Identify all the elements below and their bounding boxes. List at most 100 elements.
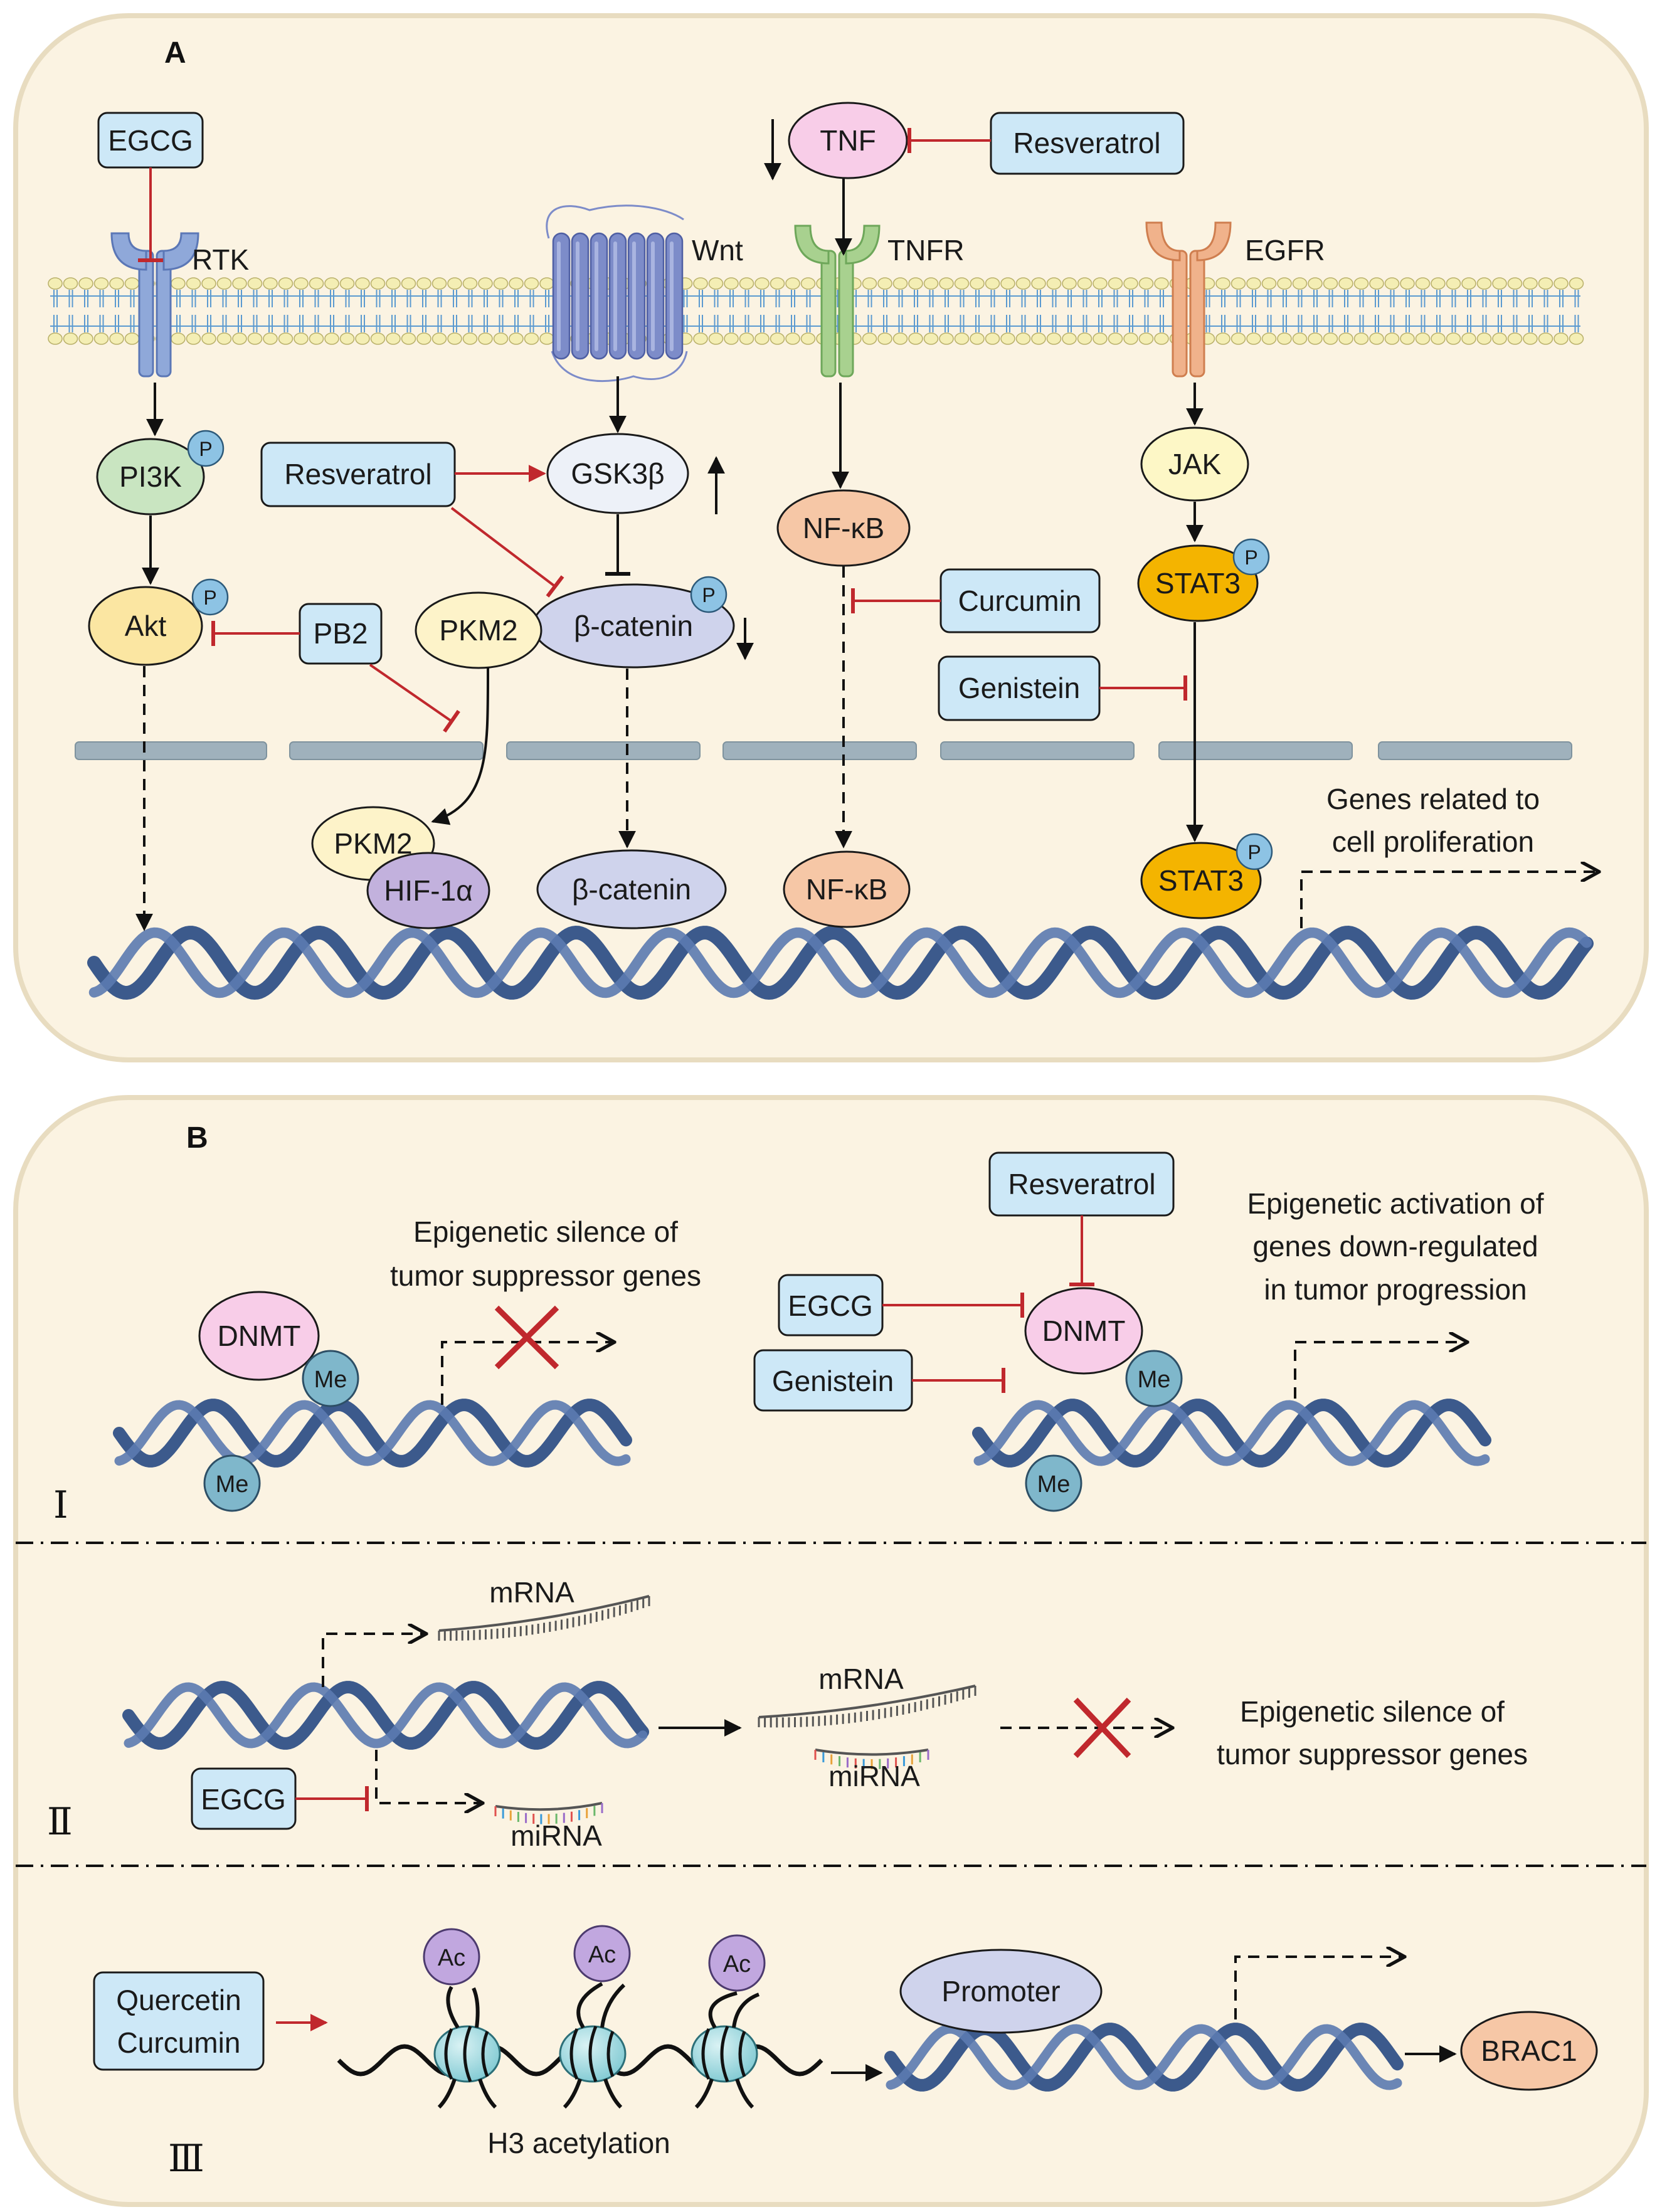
svg-text:P: P bbox=[1247, 841, 1261, 864]
block-x-1 bbox=[494, 1305, 559, 1370]
acetyl-group: Ac bbox=[708, 1934, 766, 1992]
svg-text:Curcumin: Curcumin bbox=[117, 2026, 241, 2059]
svg-text:TNF: TNF bbox=[820, 124, 876, 157]
dna-helix bbox=[87, 925, 1594, 1000]
svg-text:HIF-1α: HIF-1α bbox=[384, 874, 473, 907]
svg-text:PKM2: PKM2 bbox=[439, 614, 517, 647]
svg-text:NF-κB: NF-κB bbox=[806, 873, 887, 906]
rtk-receptor bbox=[110, 232, 199, 378]
activation-transcription-arrow bbox=[1294, 1342, 1468, 1399]
svg-text:Ac: Ac bbox=[438, 1945, 465, 1971]
me-circle-2: Me bbox=[203, 1454, 261, 1512]
h3-acetylation-label: H3 acetylation bbox=[487, 2127, 670, 2159]
acetyl-group: Ac bbox=[423, 1928, 480, 1986]
mirna-label-1: miRNA bbox=[511, 1819, 602, 1852]
tnf-protein: TNF bbox=[788, 102, 908, 179]
silence2-label-line1: Epigenetic silence of bbox=[1240, 1695, 1505, 1728]
brac1-protein: BRAC1 bbox=[1460, 2011, 1598, 2091]
roman-2: Ⅱ bbox=[47, 1801, 73, 1843]
beta-catenin-protein: β-catenin bbox=[532, 583, 735, 669]
dnmt-left: DNMT bbox=[198, 1291, 320, 1381]
svg-text:P: P bbox=[203, 586, 216, 609]
cell-membrane bbox=[48, 277, 1584, 345]
mrna-label-2: mRNA bbox=[818, 1663, 904, 1695]
me-circle-1: Me bbox=[302, 1350, 359, 1407]
me-circle-3: Me bbox=[1125, 1350, 1183, 1407]
stat3-nuclear-protein: STAT3 bbox=[1140, 842, 1262, 919]
promoter-transcription-arrow bbox=[1234, 1957, 1405, 2019]
nucleosome bbox=[559, 1982, 627, 2109]
egcg-box-a: EGCG bbox=[97, 112, 204, 169]
silence2-label-line2: tumor suppressor genes bbox=[1217, 1738, 1528, 1770]
svg-text:β-catenin: β-catenin bbox=[572, 873, 691, 906]
svg-text:β-catenin: β-catenin bbox=[574, 610, 693, 642]
dna-helix-b2 bbox=[122, 1681, 649, 1750]
egcg-box-b2: EGCG bbox=[191, 1767, 297, 1830]
phospho-circle: P bbox=[187, 430, 225, 467]
mirna-strand-2 bbox=[814, 1749, 929, 1769]
svg-text:Me: Me bbox=[314, 1367, 347, 1393]
chromatin-nucleosomes: Ac Ac Ac bbox=[337, 1925, 823, 2109]
pi3k-protein: PI3K bbox=[96, 438, 205, 516]
block-x-2 bbox=[1073, 1697, 1131, 1759]
silence-label-line1: Epigenetic silence of bbox=[413, 1215, 678, 1248]
genistein-box-b: Genistein bbox=[753, 1349, 913, 1412]
hif1a-protein: HIF-1α bbox=[366, 852, 490, 929]
roman-1: Ⅰ bbox=[53, 1484, 68, 1526]
dna-helix-b1-right bbox=[972, 1399, 1491, 1468]
svg-text:P: P bbox=[1244, 546, 1257, 569]
rtk-label: RTK bbox=[192, 243, 249, 276]
svg-text:PI3K: PI3K bbox=[119, 460, 182, 493]
panel-b-letter: B bbox=[186, 1121, 208, 1155]
akt-protein: Akt bbox=[88, 586, 203, 666]
svg-text:EGCG: EGCG bbox=[788, 1289, 872, 1322]
phospho-circle: P bbox=[1232, 538, 1270, 576]
svg-text:NF-κB: NF-κB bbox=[803, 512, 884, 544]
svg-text:Me: Me bbox=[216, 1471, 249, 1498]
phospho-circle: P bbox=[191, 578, 229, 616]
svg-text:Me: Me bbox=[1037, 1471, 1071, 1498]
svg-text:GSK3β: GSK3β bbox=[571, 457, 664, 490]
svg-text:Ac: Ac bbox=[723, 1951, 751, 1977]
svg-text:Ac: Ac bbox=[588, 1942, 616, 1968]
resveratrol-mid-box: Resveratrol bbox=[260, 442, 456, 507]
egfr-label: EGFR bbox=[1245, 234, 1325, 267]
phospho-circle: P bbox=[690, 576, 728, 613]
svg-text:PKM2: PKM2 bbox=[334, 827, 412, 860]
pb2-box: PB2 bbox=[299, 603, 383, 665]
wnt-label: Wnt bbox=[692, 234, 743, 267]
svg-text:Me: Me bbox=[1138, 1367, 1171, 1393]
svg-text:STAT3: STAT3 bbox=[1155, 567, 1241, 600]
egcg-box-b1: EGCG bbox=[778, 1274, 884, 1336]
genes-label-line1: Genes related to bbox=[1326, 783, 1540, 815]
svg-text:Genistein: Genistein bbox=[958, 672, 1080, 704]
activation-label-line3: in tumor progression bbox=[1264, 1273, 1527, 1306]
jak-protein: JAK bbox=[1140, 426, 1249, 502]
roman-3: Ⅲ bbox=[168, 2138, 204, 2179]
svg-text:Quercetin: Quercetin bbox=[116, 1984, 241, 2016]
genes-label-line2: cell proliferation bbox=[1332, 825, 1534, 858]
svg-text:Promoter: Promoter bbox=[941, 1975, 1060, 2008]
svg-text:STAT3: STAT3 bbox=[1158, 864, 1244, 897]
tnfr-label: TNFR bbox=[887, 234, 965, 267]
svg-text:Resveratrol: Resveratrol bbox=[1013, 127, 1160, 159]
egfr-receptor bbox=[1145, 221, 1232, 378]
phospho-circle: P bbox=[1236, 833, 1273, 871]
activation-label-line2: genes down-regulated bbox=[1252, 1230, 1538, 1262]
dna-helix-b1-left bbox=[113, 1399, 632, 1468]
panel-b-background bbox=[13, 1095, 1649, 2207]
svg-text:P: P bbox=[199, 438, 212, 460]
svg-text:EGCG: EGCG bbox=[201, 1783, 285, 1816]
mrna-label-1: mRNA bbox=[489, 1576, 574, 1609]
mrna-strand-1 bbox=[438, 1595, 650, 1641]
mrna-transcription-arrow bbox=[322, 1634, 426, 1687]
svg-text:PB2: PB2 bbox=[314, 617, 368, 650]
stat3-protein: STAT3 bbox=[1137, 544, 1259, 622]
svg-text:P: P bbox=[702, 584, 715, 606]
activation-label-line1: Epigenetic activation of bbox=[1247, 1187, 1543, 1220]
svg-text:Resveratrol: Resveratrol bbox=[1008, 1168, 1155, 1200]
mrna-strand-2 bbox=[758, 1685, 976, 1728]
acetyl-group: Ac bbox=[573, 1925, 631, 1982]
svg-text:BRAC1: BRAC1 bbox=[1481, 2035, 1577, 2067]
